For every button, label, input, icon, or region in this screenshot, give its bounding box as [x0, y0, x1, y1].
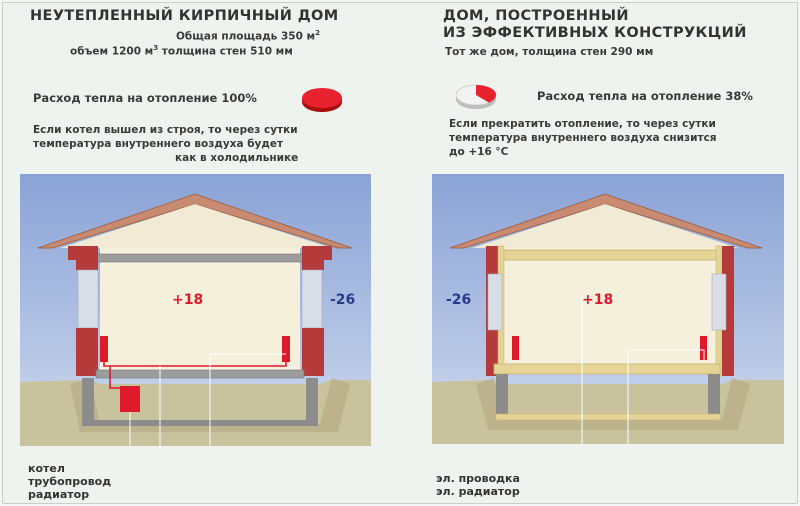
left-temp-inside: +18	[172, 292, 203, 308]
left-legend-boiler: котел	[28, 462, 65, 475]
right-window-r	[711, 273, 727, 331]
left-attic	[60, 204, 332, 248]
right-pie-slice	[476, 85, 497, 103]
left-note-line-1: Если котел вышел из строя, то через сутк…	[33, 124, 298, 136]
right-el-radiator-2	[700, 336, 707, 360]
right-insulated-ceiling	[493, 249, 721, 261]
left-floor-slab	[95, 369, 305, 379]
left-heat-pie	[302, 88, 342, 112]
left-volume: объем 1200 м3 толщина стен 510 мм	[70, 44, 293, 58]
right-window-l	[487, 273, 503, 331]
left-note-line-2: температура внутреннего воздуха будет	[33, 138, 284, 150]
right-insulated-floor	[493, 363, 721, 375]
right-note-line-1: Если прекратить отопление, то через сутк…	[449, 118, 716, 130]
right-attic	[472, 204, 738, 248]
left-window-r	[301, 269, 323, 329]
left-temp-outside: -26	[330, 292, 355, 308]
right-title-line-1: ДОМ, ПОСТРОЕННЫЙ	[443, 8, 629, 24]
left-title: НЕУТЕПЛЕННЫЙ КИРПИЧНЫЙ ДОМ	[30, 8, 339, 24]
right-temp-inside: +18	[582, 292, 613, 308]
left-brick-top	[68, 246, 98, 260]
left-boiler	[120, 386, 140, 412]
right-basement-wall-r	[708, 374, 720, 418]
right-roof	[449, 193, 763, 249]
left-brick-bottom	[76, 328, 98, 376]
left-ceiling-slab	[95, 253, 305, 263]
right-house-diagram: -26 +18	[432, 174, 784, 444]
left-roof	[37, 193, 353, 249]
left-legend-radiator: радиатор	[28, 488, 90, 501]
right-note-line-2: температура внутреннего воздуха снизится	[449, 132, 717, 144]
right-heat-consumption: Расход тепла на отопление 38%	[537, 89, 753, 103]
right-basement-wall-l	[496, 374, 508, 418]
right-el-radiator-1	[512, 336, 519, 360]
left-window-l	[77, 269, 99, 329]
right-subtitle: Тот же дом, толщина стен 290 мм	[445, 46, 654, 58]
left-basement-wall-l	[82, 378, 94, 424]
left-radiator-2	[282, 336, 290, 362]
right-basement-floor	[495, 413, 721, 421]
right-heat-pie	[455, 84, 497, 109]
left-interior	[100, 248, 300, 374]
left-house-diagram: +18 -26	[20, 174, 371, 446]
right-temp-outside: -26	[446, 292, 471, 308]
right-title-line-2: ИЗ ЭФФЕКТИВНЫХ КОНСТРУКЦИЙ	[443, 25, 747, 41]
left-heat-consumption: Расход тепла на отопление 100%	[33, 91, 257, 105]
right-legend-wiring: эл. проводка	[436, 472, 520, 485]
left-area: Общая площадь 350 м2	[176, 29, 321, 43]
left-note-line-3: как в холодильнике	[175, 152, 299, 164]
left-legend-pipe: трубопровод	[28, 475, 112, 488]
right-legend-radiator: эл. радиатор	[436, 485, 520, 498]
right-note-line-3: до +16 °С	[449, 146, 509, 158]
left-pie-top	[302, 88, 342, 108]
left-basement-wall-r	[306, 378, 318, 424]
right-interior	[498, 248, 716, 374]
left-radiator-1	[100, 336, 108, 362]
left-pipe-main	[103, 362, 287, 367]
left-basement-floor	[82, 420, 318, 426]
